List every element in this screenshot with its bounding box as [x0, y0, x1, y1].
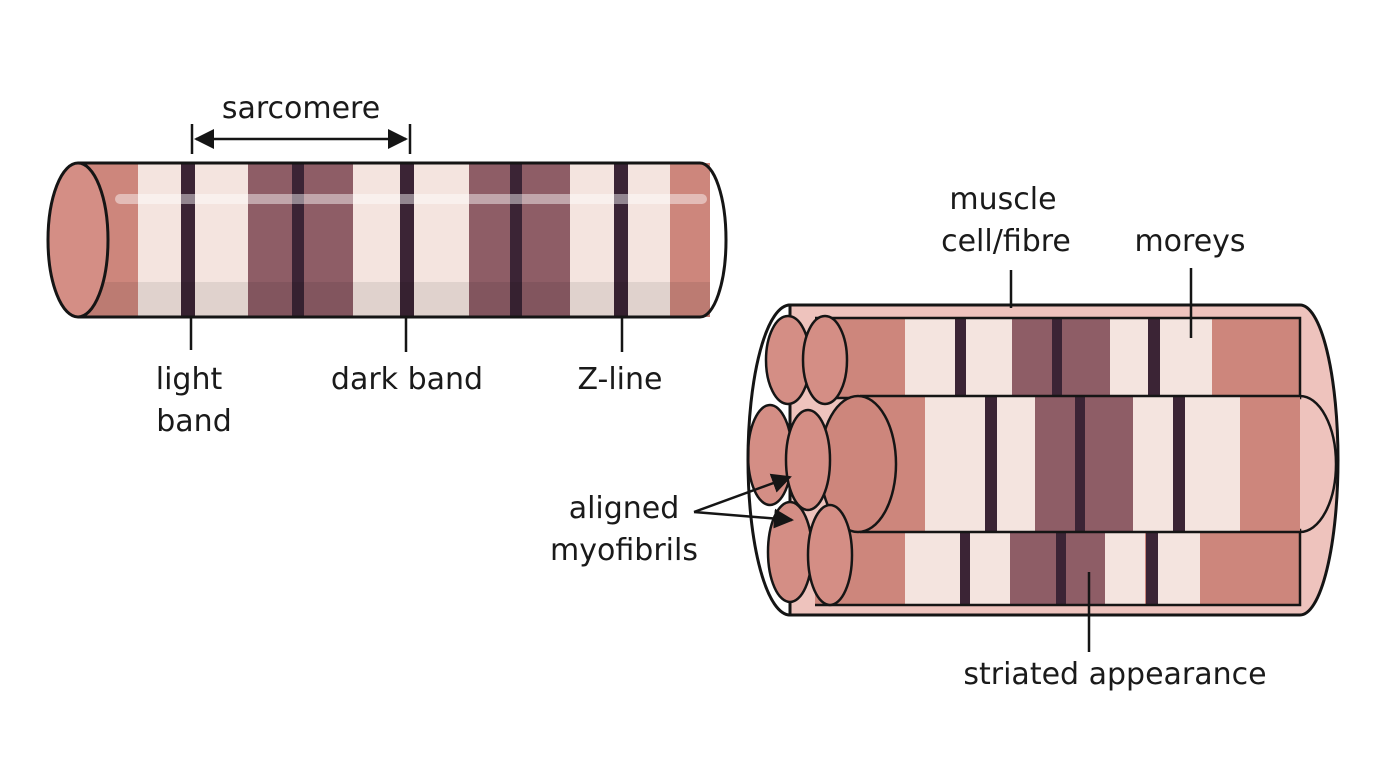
fibre-shadow: [78, 282, 710, 317]
light-band-segment: [190, 163, 248, 317]
muscle-cell-bundle: [746, 303, 1340, 617]
z-line-label: Z-line: [578, 362, 663, 397]
z-line-stripe: [614, 163, 628, 317]
striated-appearance-label: striated appearance: [963, 657, 1266, 692]
aligned-myofibrils-label-line1: aligned: [569, 491, 680, 526]
myofibril-middle: [818, 394, 1338, 534]
z-line-stripe: [181, 163, 195, 317]
light-band-label-line1: light: [156, 362, 223, 397]
dark-band-label: dark band: [331, 362, 483, 397]
aligned-myofibrils-label-line2: myofibrils: [550, 533, 698, 568]
myofibril-bottom: [815, 528, 1302, 607]
aligned-arrow-lower: [693, 508, 794, 529]
z-line-stripe: [400, 163, 414, 317]
light-band-label-line2: band: [156, 404, 231, 439]
single-muscle-fibre: [46, 161, 728, 319]
fibre-outline: [78, 161, 728, 319]
fibre-end-cap: [46, 161, 110, 319]
myofibril-top: [815, 316, 1302, 400]
z-line-stripe: [510, 163, 522, 317]
z-line-stripe: [292, 163, 304, 317]
sarcomere-label: sarcomere: [222, 91, 380, 126]
muscle-cell-label-line1: muscle: [949, 182, 1056, 217]
fibre-highlight: [115, 194, 707, 204]
aligned-arrow-upper: [693, 473, 792, 514]
sarcomere-dimension: sarcomere: [190, 91, 412, 154]
muscle-cell-label-line2: cell/fibre: [941, 224, 1071, 259]
moreys-label: moreys: [1134, 224, 1245, 259]
sheath-end-rim: [746, 303, 791, 617]
